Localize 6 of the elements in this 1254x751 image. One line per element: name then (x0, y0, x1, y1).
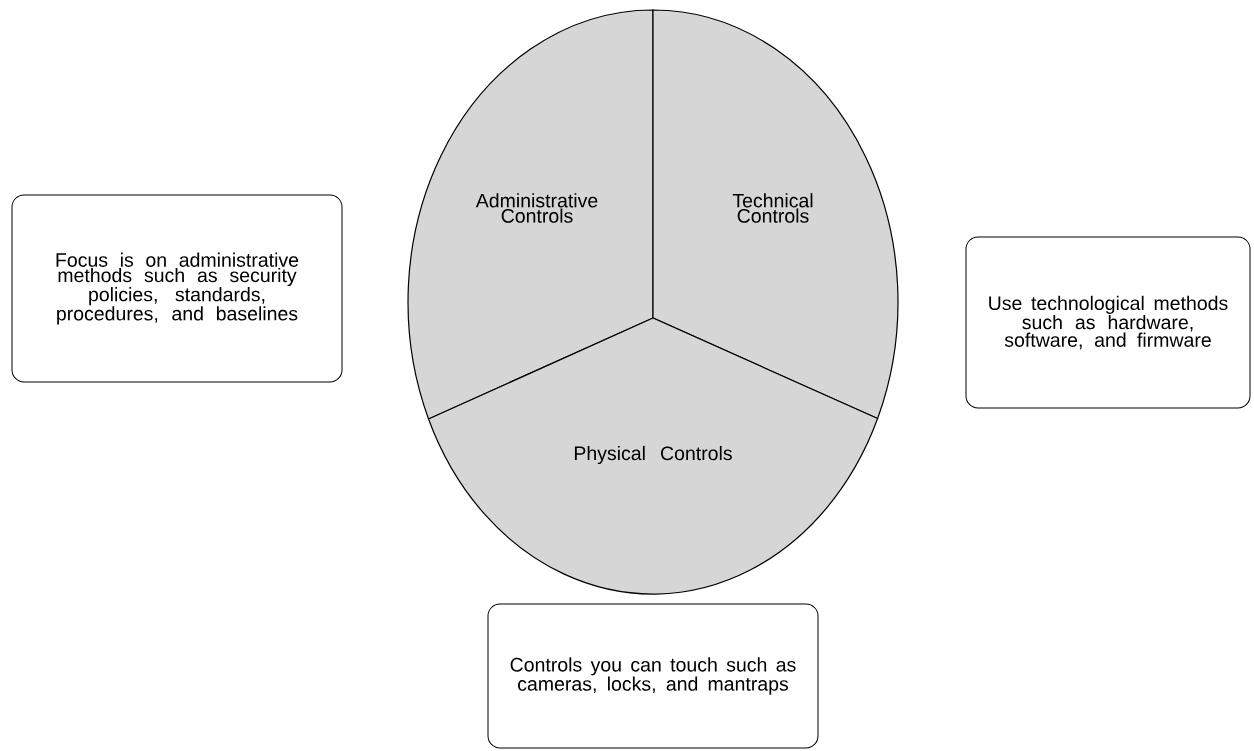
pie-sector: Physical Controls (427, 317, 879, 595)
text-box: Use technological methods such as hardware, software, and firmware (965, 236, 1251, 409)
text-box: Controls you can touch such as cameras, locks, and mantraps (487, 603, 819, 749)
pie-sector: Administrative Controls (407, 9, 654, 420)
text-box: Focus is on administrative methods such as security policies, standards, procedures, and baselines (11, 194, 343, 383)
pie-sector: Technical Controls (652, 9, 899, 420)
